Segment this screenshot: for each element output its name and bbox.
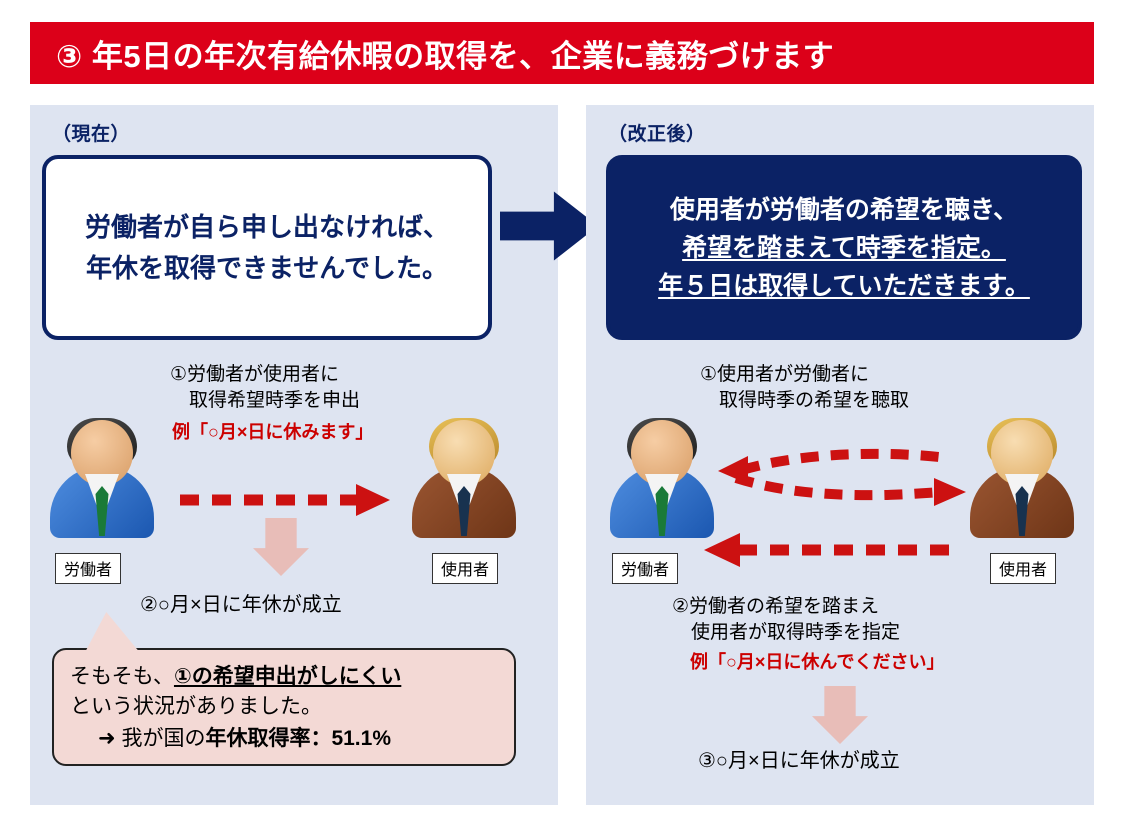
- revised-step2-line-1: ②労働者の希望を踏まえ: [672, 596, 880, 617]
- callout-line-1: そもそも、①の希望申出がしにくい: [70, 662, 498, 692]
- callout-line-3-emphasis: 年休取得率：51.1%: [205, 726, 391, 750]
- callout-line-3: ➜ 我が国の年休取得率：51.1%: [70, 722, 498, 752]
- employer-figure-left: [410, 418, 518, 550]
- current-statement-line-1: 労働者が自ら申し出なければ、: [84, 212, 449, 243]
- current-step2-text: ②○月×日に年休が成立: [140, 594, 342, 616]
- worker-figure-left: [48, 418, 156, 550]
- revised-statement-line-2: 希望を踏まえて時季を指定。: [682, 233, 1006, 262]
- title-bar: ③ 年5日の年次有給休暇の取得を、企業に義務づけます: [30, 22, 1094, 84]
- revised-step3-text: ③○月×日に年休が成立: [698, 750, 900, 772]
- revised-step1-line-2: 取得時季の希望を聴取: [700, 390, 910, 411]
- revised-step1-line-1: ①使用者が労働者に: [700, 364, 870, 385]
- revised-statement-line-3: 年５日は取得していただきます。: [658, 271, 1030, 300]
- employer-tie-icon: [1015, 486, 1029, 536]
- callout-line-1-prefix: そもそも、: [70, 665, 174, 688]
- revised-statement-line-1: 使用者が労働者の希望を聴き、: [669, 195, 1019, 224]
- worker-tie-icon: [95, 486, 109, 536]
- designate-dashed-arrow-icon: [704, 533, 962, 567]
- revised-step2-example: 例「○月×日に休んでください」: [690, 652, 945, 672]
- consult-dashed-arrow-pair-icon: [718, 448, 966, 506]
- worker-name-tag-right: 労働者: [612, 553, 679, 584]
- current-statement-line-2: 年休を取得できませんでした。: [86, 252, 448, 283]
- worker-name-tag-left: 労働者: [55, 553, 122, 584]
- page-title: ③ 年5日の年次有給休暇の取得を、企業に義務づけます: [56, 38, 835, 74]
- revised-state-statement-box: 使用者が労働者の希望を聴き、 希望を踏まえて時季を指定。 年５日は取得していただ…: [606, 155, 1082, 340]
- current-issue-callout: そもそも、①の希望申出がしにくい という状況がありました。 ➜ 我が国の年休取得…: [52, 648, 516, 766]
- revised-step2-line-2: 使用者が取得時季を指定: [672, 622, 901, 643]
- request-dashed-arrow-icon: [180, 484, 390, 516]
- employer-name-tag-right: 使用者: [990, 553, 1057, 584]
- worker-figure-right: [608, 418, 716, 550]
- employer-tie-icon: [457, 486, 471, 536]
- worker-tie-icon: [655, 486, 669, 536]
- current-step1-line-2: 取得希望時季を申出: [170, 390, 361, 411]
- callout-arrow-glyph: ➜: [98, 726, 116, 750]
- employer-figure-right: [968, 418, 1076, 550]
- panel-current-heading: （現在）: [52, 124, 131, 145]
- current-step1-line-1: ①労働者が使用者に: [170, 364, 340, 385]
- callout-line-1-emphasis: ①の希望申出がしにくい: [173, 665, 402, 688]
- employer-name-tag-left: 使用者: [432, 553, 499, 584]
- current-step1-example: 例「○月×日に休みます」: [172, 422, 374, 442]
- callout-line-2: という状況がありました。: [70, 694, 322, 718]
- callout-line-3-prefix: 我が国の: [121, 726, 206, 750]
- current-state-statement-box: 労働者が自ら申し出なければ、 年休を取得できませんでした。: [42, 155, 492, 340]
- panel-revised-heading: （改正後）: [608, 124, 706, 145]
